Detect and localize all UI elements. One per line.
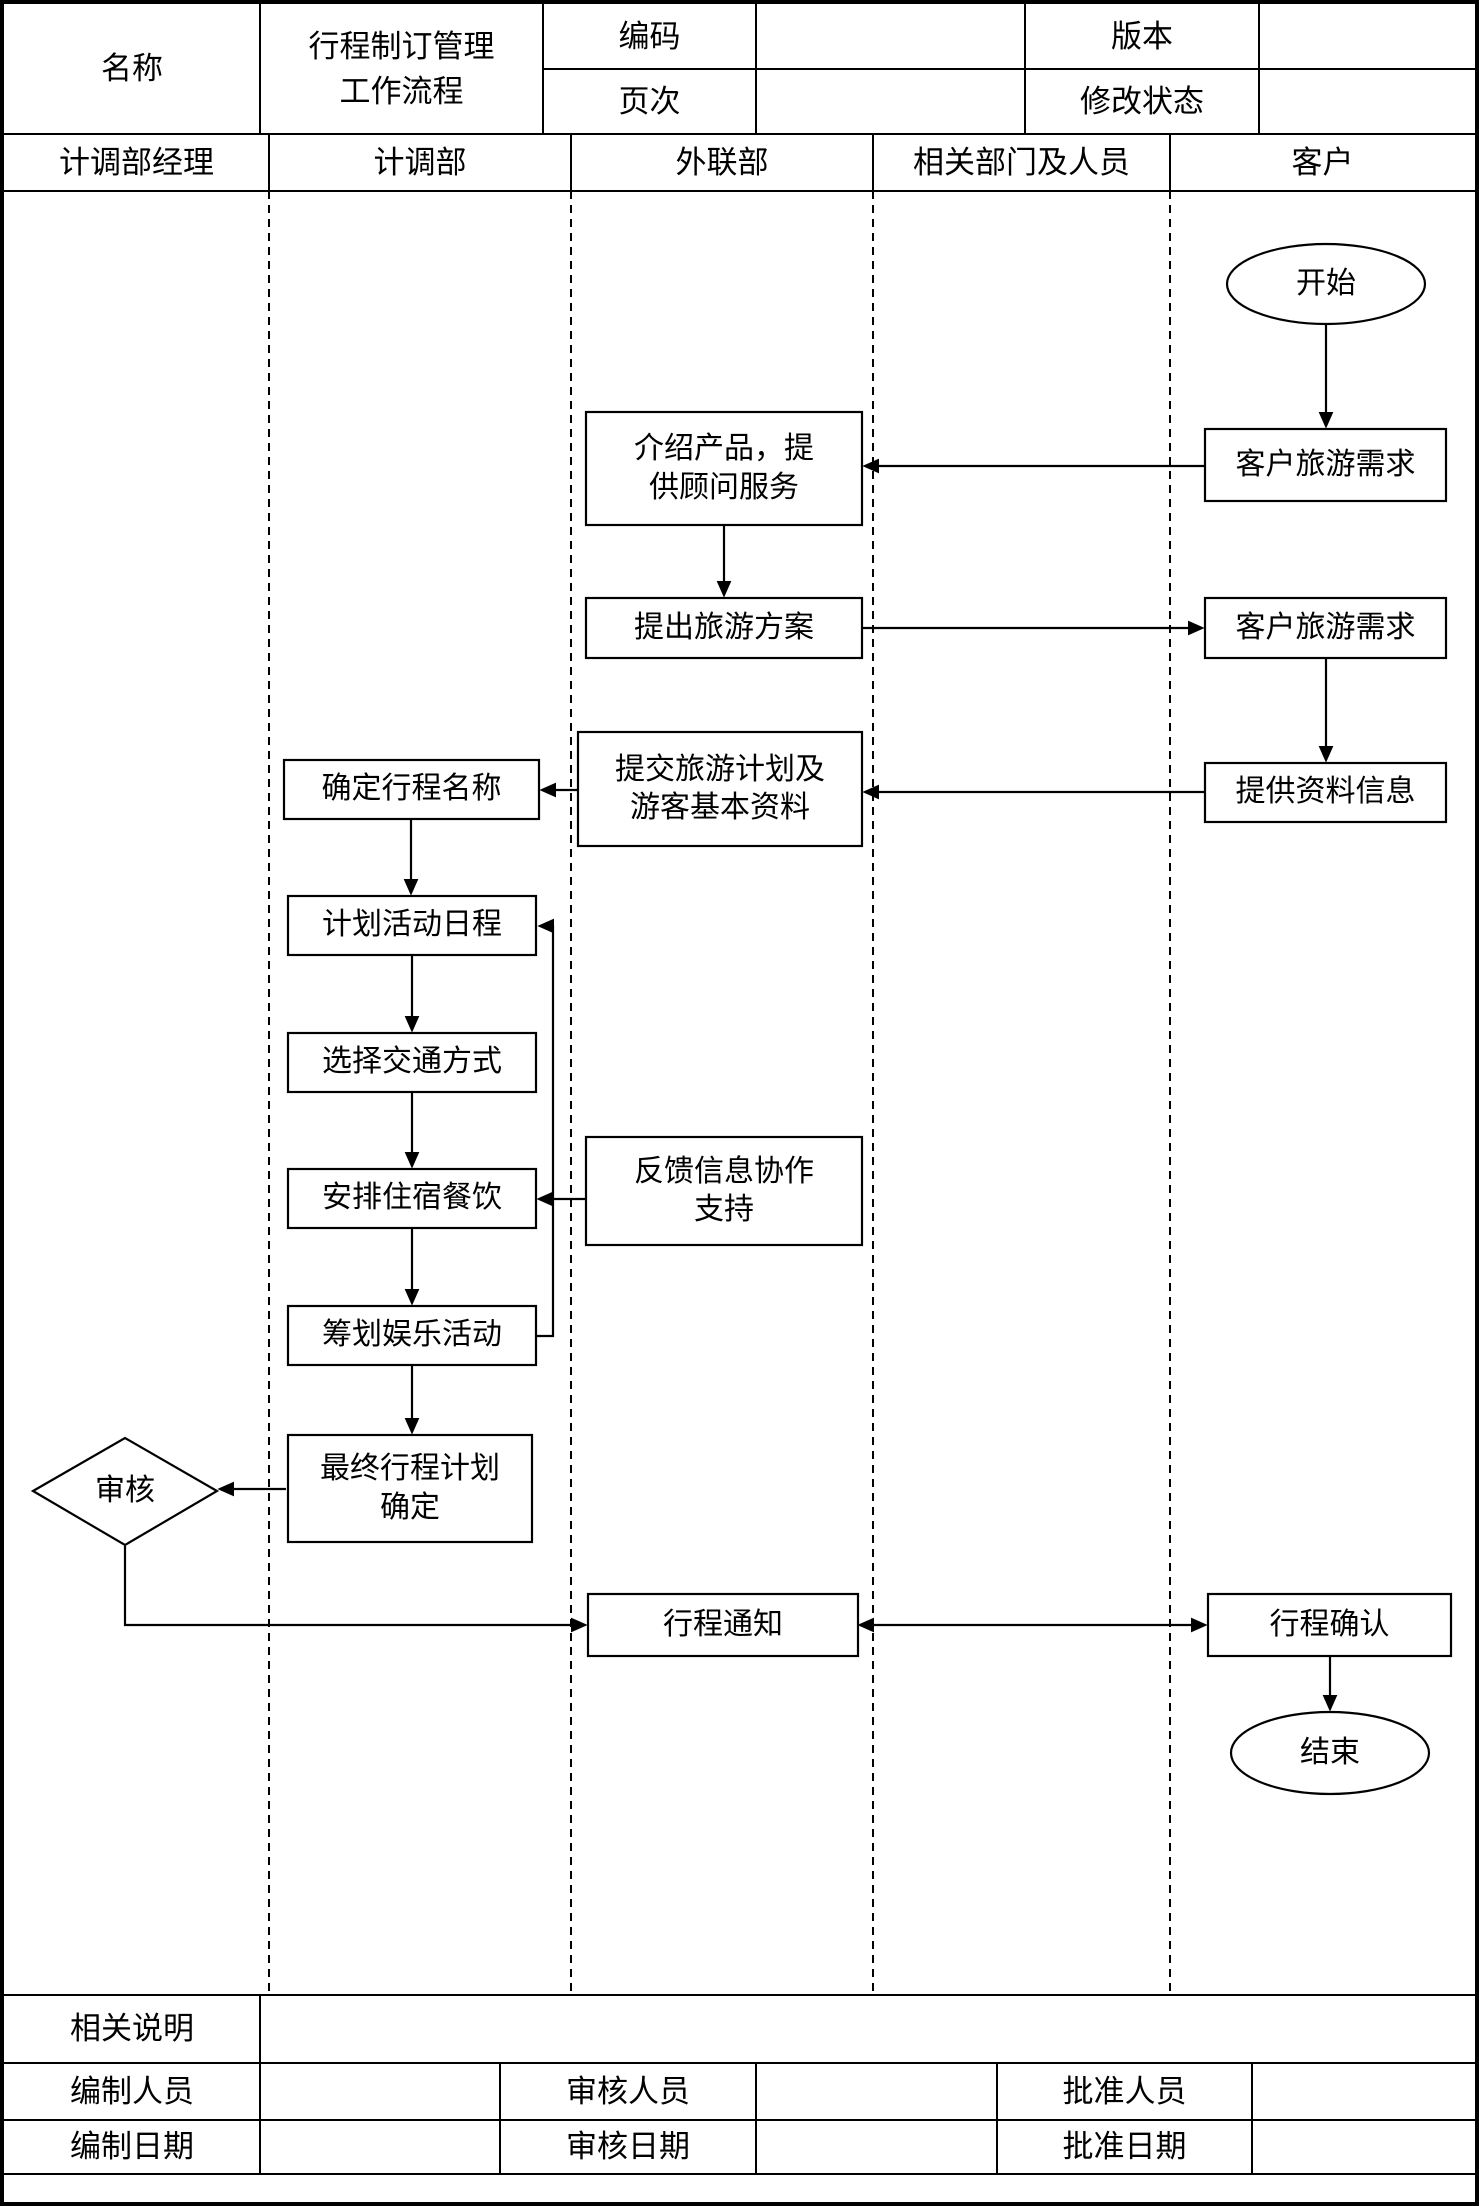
- doc-title-line2: 工作流程: [339, 74, 464, 109]
- submit-plan-shape: [576, 730, 864, 848]
- status-label: 修改状态: [1080, 83, 1204, 119]
- arrange-lodging-label: 安排住宿餐饮: [322, 1181, 502, 1215]
- start-terminator-shape: [1225, 242, 1427, 326]
- choose-transport-shape: [286, 1031, 538, 1094]
- doc-title: 行程制订管理 工作流程: [260, 4, 543, 134]
- plan-schedule-label: 计划活动日程: [322, 908, 502, 942]
- introduce-product-label: 介绍产品，提供顾问服务: [634, 432, 814, 504]
- final-plan-shape: [286, 1433, 534, 1544]
- plan-schedule-shape: [286, 894, 538, 957]
- notes-label: 相关说明: [70, 2011, 194, 2047]
- approved-by-label: 批准人员: [1062, 2073, 1187, 2109]
- entertainment-label: 筹划娱乐活动: [322, 1318, 502, 1352]
- page-label: 页次: [618, 83, 681, 119]
- end-terminator-shape: [1229, 1710, 1431, 1796]
- customer-need-1-label: 客户旅游需求: [1235, 447, 1416, 481]
- review-decision-shape: [30, 1436, 220, 1547]
- review-date-label: 审核日期: [566, 2129, 690, 2165]
- lane-header-liaison-dept: 外联部: [675, 144, 769, 180]
- propose-plan-label: 提出旅游方案: [634, 610, 814, 644]
- customer-need-1-shape: [1203, 427, 1448, 503]
- code-label: 编码: [618, 18, 681, 54]
- flow-arrows: [123, 325, 1338, 1712]
- confirm-name-label: 确定行程名称: [321, 772, 502, 806]
- introduce-product-shape: [584, 410, 864, 527]
- propose-plan-shape: [584, 596, 864, 660]
- approval-date-label: 批准日期: [1062, 2129, 1187, 2165]
- lane-header-planning-manager: 计调部经理: [59, 144, 214, 180]
- version-label: 版本: [1111, 18, 1173, 54]
- lane-separator-lines: [268, 191, 1171, 1995]
- code-value: [756, 4, 1025, 69]
- lane-header-related-depts: 相关部门及人员: [913, 144, 1130, 180]
- arrow-entertainment-loop-to-plan-schedule: [536, 918, 555, 1338]
- choose-transport-label: 选择交通方式: [322, 1045, 502, 1079]
- start-terminator-label: 开始: [1296, 266, 1356, 300]
- submit-plan-label: 提交旅游计划及游客基本资料: [615, 752, 825, 824]
- confirm-name-shape: [282, 758, 541, 821]
- version-value: [1259, 4, 1475, 69]
- lane-header-customer: 客户: [1291, 144, 1354, 180]
- end-terminator-label: 结束: [1300, 1735, 1360, 1769]
- feedback-support-shape: [584, 1135, 864, 1247]
- arrange-lodging-shape: [286, 1167, 538, 1230]
- provide-info-shape: [1203, 761, 1448, 824]
- doc-title-line1: 行程制订管理: [308, 29, 495, 64]
- status-value: [1259, 69, 1475, 134]
- prepared-date-label: 编制日期: [70, 2129, 194, 2165]
- flow-shapes: [30, 242, 1453, 1796]
- confirm-itinerary-shape: [1206, 1592, 1453, 1658]
- confirm-itinerary-label: 行程确认: [1269, 1607, 1390, 1641]
- notify-shape: [586, 1592, 860, 1658]
- customer-need-2-shape: [1203, 596, 1448, 660]
- feedback-support-label: 反馈信息协作支持: [634, 1154, 814, 1226]
- page-value: [756, 69, 1025, 134]
- final-plan-label: 最终行程计划确定: [320, 1452, 500, 1524]
- review-decision-label: 审核: [95, 1474, 155, 1508]
- customer-need-2-label: 客户旅游需求: [1235, 610, 1416, 644]
- prepared-by-label: 编制人员: [70, 2073, 194, 2109]
- lane-header-planning-dept: 计调部: [373, 144, 467, 180]
- doc-name-label: 名称: [101, 51, 163, 87]
- notify-label: 行程通知: [663, 1607, 783, 1641]
- arrow-review-to-notify: [123, 1546, 588, 1633]
- reviewed-by-label: 审核人员: [566, 2073, 690, 2109]
- provide-info-label: 提供资料信息: [1235, 775, 1416, 809]
